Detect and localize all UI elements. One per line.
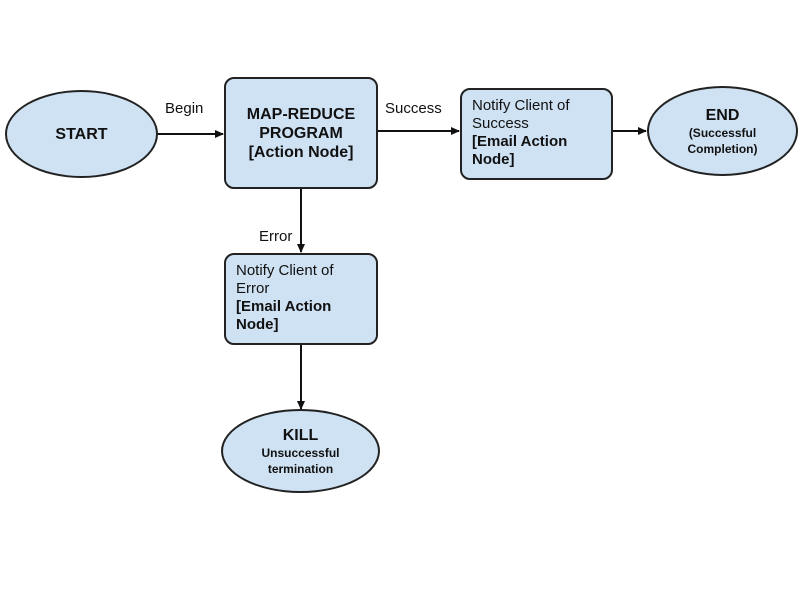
notify-success-node[interactable]: Notify Client of Success [Email Action N… xyxy=(460,88,613,180)
edge-label-begin: Begin xyxy=(165,100,204,117)
end-node-sub1: (Successful xyxy=(688,125,757,140)
edge-label-success: Success xyxy=(385,100,442,117)
start-node-label: START xyxy=(55,125,108,143)
mapreduce-line2: PROGRAM xyxy=(259,124,343,142)
kill-node-sub2: termination xyxy=(267,461,334,476)
edge-label-error: Error xyxy=(259,228,293,245)
kill-node-sub1: Unsuccessful xyxy=(261,445,340,460)
kill-node[interactable]: KILL Unsuccessful termination xyxy=(221,409,380,493)
notify-success-bold: [Email Action Node] xyxy=(472,133,568,168)
kill-node-title: KILL xyxy=(282,426,319,444)
notify-error-node[interactable]: Notify Client of Error [Email Action Nod… xyxy=(224,253,378,345)
notify-error-text: Notify Client of Error xyxy=(236,262,334,297)
mapreduce-line3: [Action Node] xyxy=(248,143,354,161)
mapreduce-line1: MAP-REDUCE xyxy=(246,105,356,123)
end-node[interactable]: END (Successful Completion) xyxy=(647,86,798,176)
notify-error-bold: [Email Action Node] xyxy=(236,298,332,333)
end-node-sub2: Completion) xyxy=(687,141,758,156)
start-node[interactable]: START xyxy=(5,90,158,178)
end-node-title: END xyxy=(705,106,740,124)
notify-success-text: Notify Client of Success xyxy=(472,97,570,132)
mapreduce-action-node[interactable]: MAP-REDUCE PROGRAM [Action Node] xyxy=(224,77,378,189)
